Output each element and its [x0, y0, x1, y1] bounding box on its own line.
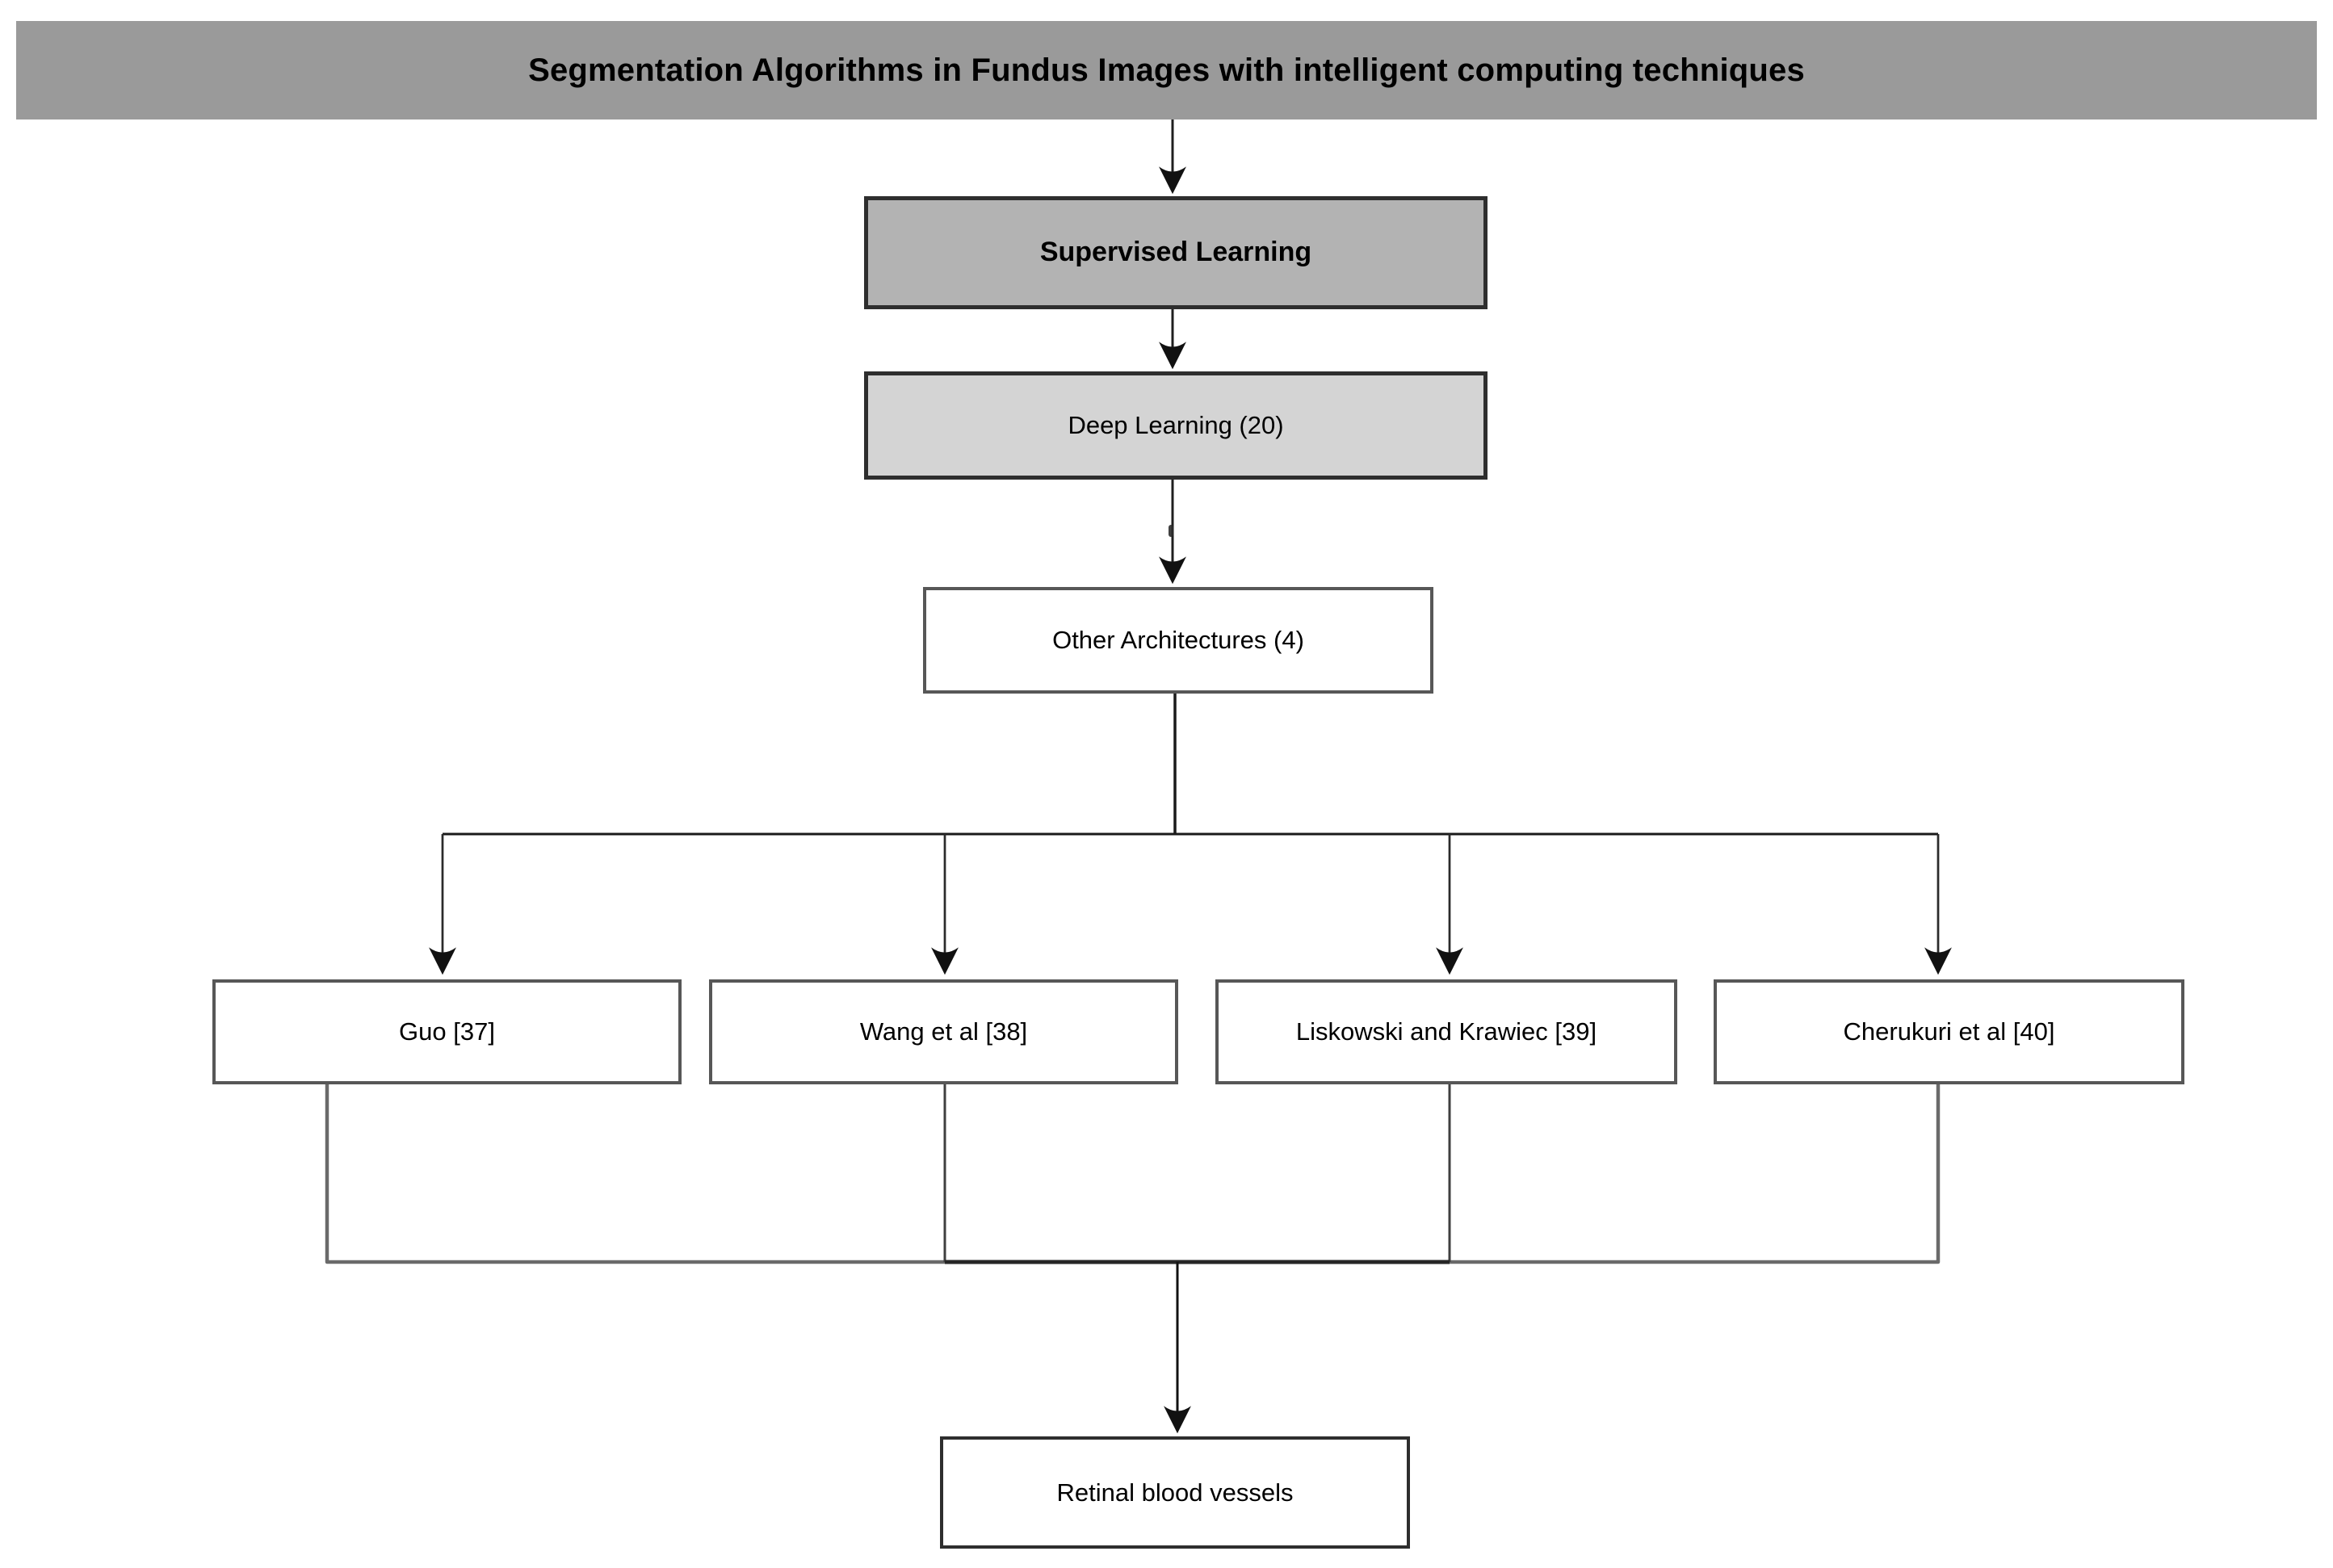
merge-rail: [325, 1084, 1941, 1264]
title-banner: Segmentation Algorithms in Fundus Images…: [16, 21, 2317, 119]
node-cherukuri-label: Cherukuri et al [40]: [1843, 1017, 2055, 1046]
node-cherukuri: Cherukuri et al [40]: [1714, 979, 2184, 1084]
node-guo: Guo [37]: [212, 979, 682, 1084]
node-wang: Wang et al [38]: [709, 979, 1178, 1084]
node-deep-learning: Deep Learning (20): [864, 371, 1487, 480]
node-retinal-blood-vessels-label: Retinal blood vessels: [1056, 1478, 1294, 1507]
connector-dash-artifact: [1169, 525, 1173, 537]
node-wang-label: Wang et al [38]: [859, 1017, 1028, 1046]
node-guo-label: Guo [37]: [399, 1017, 495, 1046]
diagram-title: Segmentation Algorithms in Fundus Images…: [528, 52, 1805, 88]
node-retinal-blood-vessels: Retinal blood vessels: [940, 1436, 1410, 1549]
node-supervised-learning: Supervised Learning: [864, 196, 1487, 309]
node-other-architectures: Other Architectures (4): [923, 587, 1433, 694]
node-deep-learning-label: Deep Learning (20): [1068, 411, 1284, 440]
node-supervised-learning-label: Supervised Learning: [1039, 237, 1312, 268]
node-other-architectures-label: Other Architectures (4): [1052, 626, 1304, 655]
node-liskowski-krawiec-label: Liskowski and Krawiec [39]: [1295, 1017, 1597, 1046]
node-liskowski-krawiec: Liskowski and Krawiec [39]: [1215, 979, 1677, 1084]
